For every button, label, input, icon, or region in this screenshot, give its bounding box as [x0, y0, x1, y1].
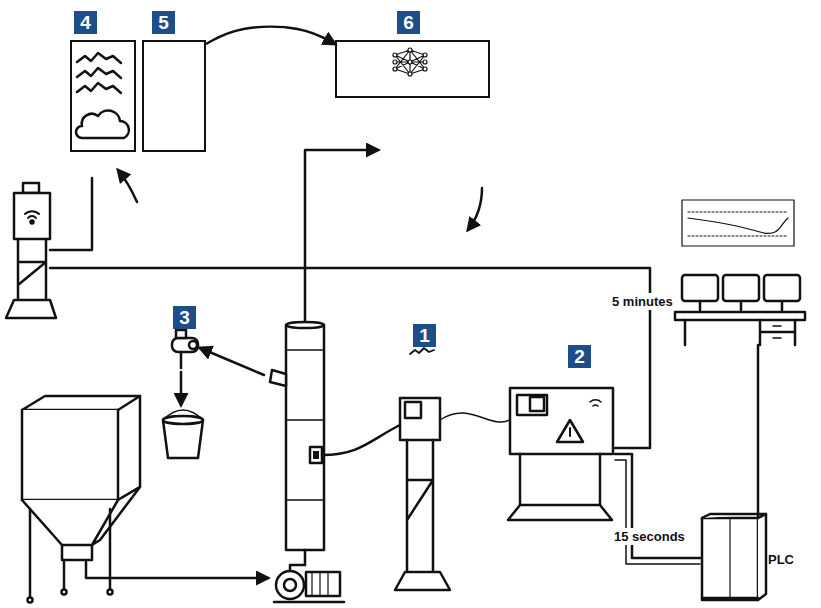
process-column [270, 322, 324, 565]
analyzer-unit [395, 348, 450, 590]
operator-workstation [675, 200, 805, 345]
callout-number: 4 [74, 11, 97, 34]
interval-label: 15 seconds [612, 528, 687, 545]
data-panel: 4 [70, 40, 136, 152]
sample-bucket [163, 410, 203, 458]
feed-arrow [86, 562, 268, 578]
data-panel: 6 [335, 40, 490, 98]
sample-valve [172, 330, 198, 368]
flow-arrow [118, 170, 137, 202]
callout-number: 6 [397, 11, 420, 34]
data-chart-icon [76, 53, 129, 138]
callout-number: 5 [152, 11, 175, 34]
callout-number: 2 [568, 345, 591, 368]
data-panel: 5 [142, 40, 206, 152]
flow-arrow [206, 27, 335, 44]
callout-number: 3 [173, 306, 196, 329]
data-line [50, 178, 92, 250]
data-line [305, 150, 378, 325]
signal-cable [440, 413, 510, 422]
pump [274, 565, 344, 602]
signal-cable [322, 425, 400, 455]
data-line [615, 460, 700, 564]
interval-label: 5 minutes [610, 293, 675, 310]
callout-number: 1 [413, 324, 436, 347]
controller-cabinet [508, 388, 613, 520]
wireless-gateway [6, 183, 56, 318]
flow-arrow [468, 188, 482, 230]
sample-arrow [180, 372, 183, 405]
sample-arrow [200, 348, 264, 375]
neural-network-icon [393, 48, 427, 76]
plc-cabinet [702, 514, 766, 600]
data-line [757, 345, 760, 518]
silo [22, 396, 140, 603]
device-label: PLC [768, 552, 794, 567]
